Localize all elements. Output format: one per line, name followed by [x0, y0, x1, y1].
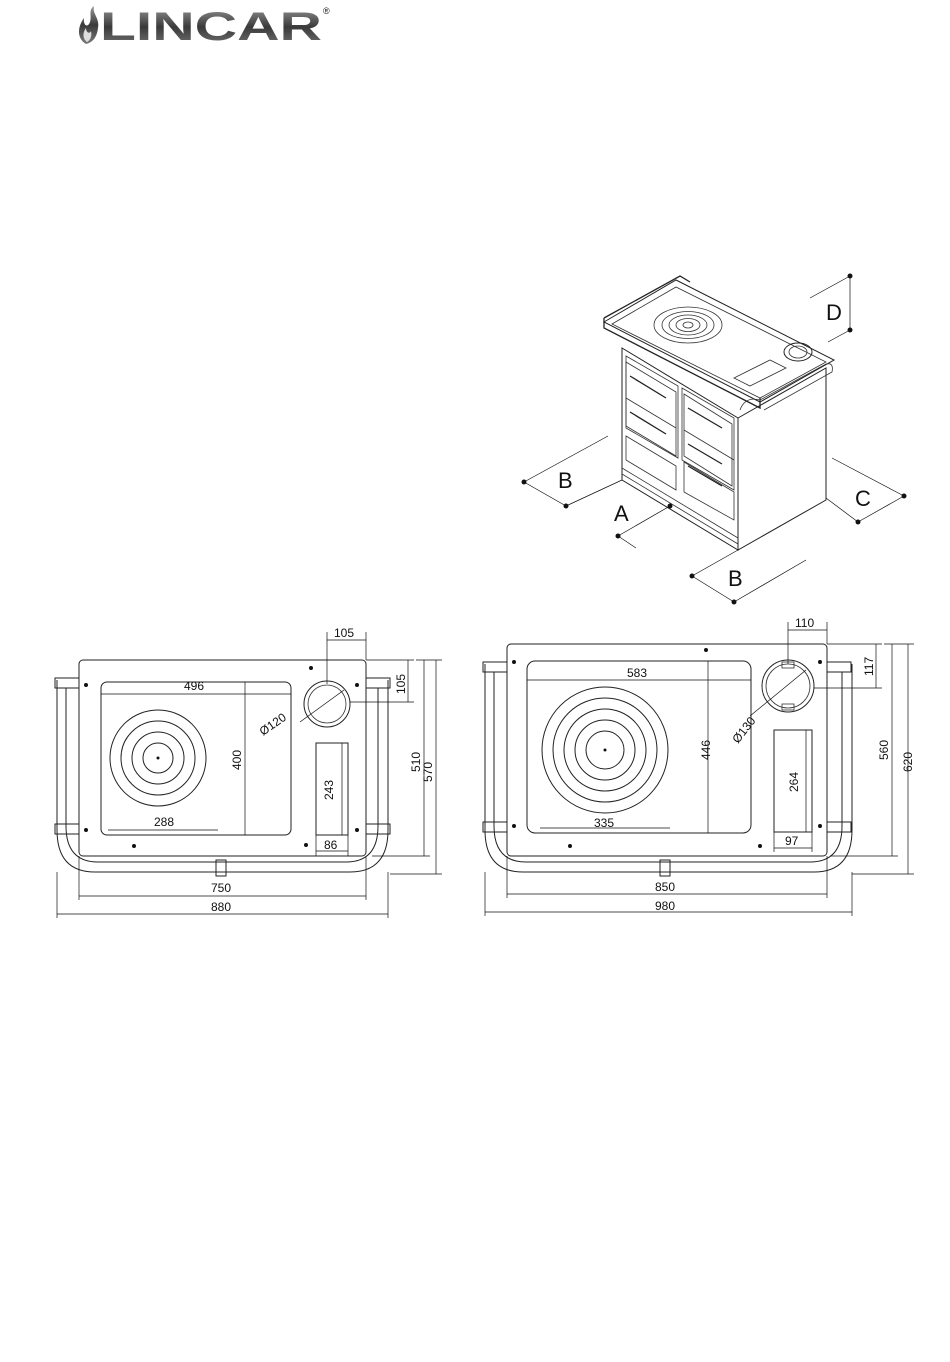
dim-slot-width: 97	[785, 834, 799, 848]
dim-depth-total: 570	[421, 762, 435, 782]
dim-hob-height: 400	[230, 750, 244, 770]
dim-flue-diameter: Ø120	[257, 710, 289, 738]
dim-slot-height: 264	[787, 772, 801, 792]
label-b-right: B	[728, 566, 743, 591]
iso-hotplate	[654, 307, 722, 343]
dim-slot-width: 86	[324, 838, 338, 852]
dim-flue-offset-v: 105	[394, 674, 408, 694]
dim-flue-offset: 105	[334, 626, 354, 640]
dim-flue-offset: 110	[795, 616, 814, 630]
brand-name: LINCAR	[100, 5, 322, 46]
hotplate-large	[542, 687, 668, 813]
flue-large	[762, 660, 814, 712]
plan-view-large: 583 446 335 110 117 Ø130 264 97 560 620 …	[470, 610, 930, 930]
hotplate-small	[110, 710, 206, 806]
dim-width-outer: 980	[655, 899, 675, 913]
registered-mark: ®	[323, 6, 330, 16]
dim-depth-total: 620	[901, 752, 915, 772]
dim-flue-offset-v: 117	[862, 657, 876, 676]
label-d: D	[826, 300, 842, 325]
dim-hob-width: 583	[627, 666, 647, 680]
dim-plate-bottom: 288	[154, 815, 174, 829]
flame-icon	[79, 6, 98, 44]
label-a: A	[614, 501, 629, 526]
iso-flue	[784, 343, 812, 361]
dim-slot-height: 243	[322, 780, 336, 800]
dim-depth-top: 560	[877, 740, 891, 760]
dim-hob-width: 496	[184, 679, 204, 693]
dim-width-inner: 750	[211, 881, 231, 895]
lincar-logo: LINCAR ®	[74, 4, 334, 46]
dim-plate-bottom: 335	[594, 816, 614, 830]
plan-view-small: 496 400 288 105 105 Ø120 243 86 510 570 …	[40, 620, 460, 930]
dim-flue-diameter: Ø130	[729, 714, 758, 746]
label-c: C	[855, 486, 871, 511]
dim-width-outer: 880	[211, 900, 231, 914]
dim-width-inner: 850	[655, 880, 675, 894]
flue-small	[304, 681, 350, 727]
isometric-view: B A B C D	[500, 262, 930, 612]
dim-hob-height: 446	[699, 740, 713, 760]
label-b-left: B	[558, 468, 573, 493]
